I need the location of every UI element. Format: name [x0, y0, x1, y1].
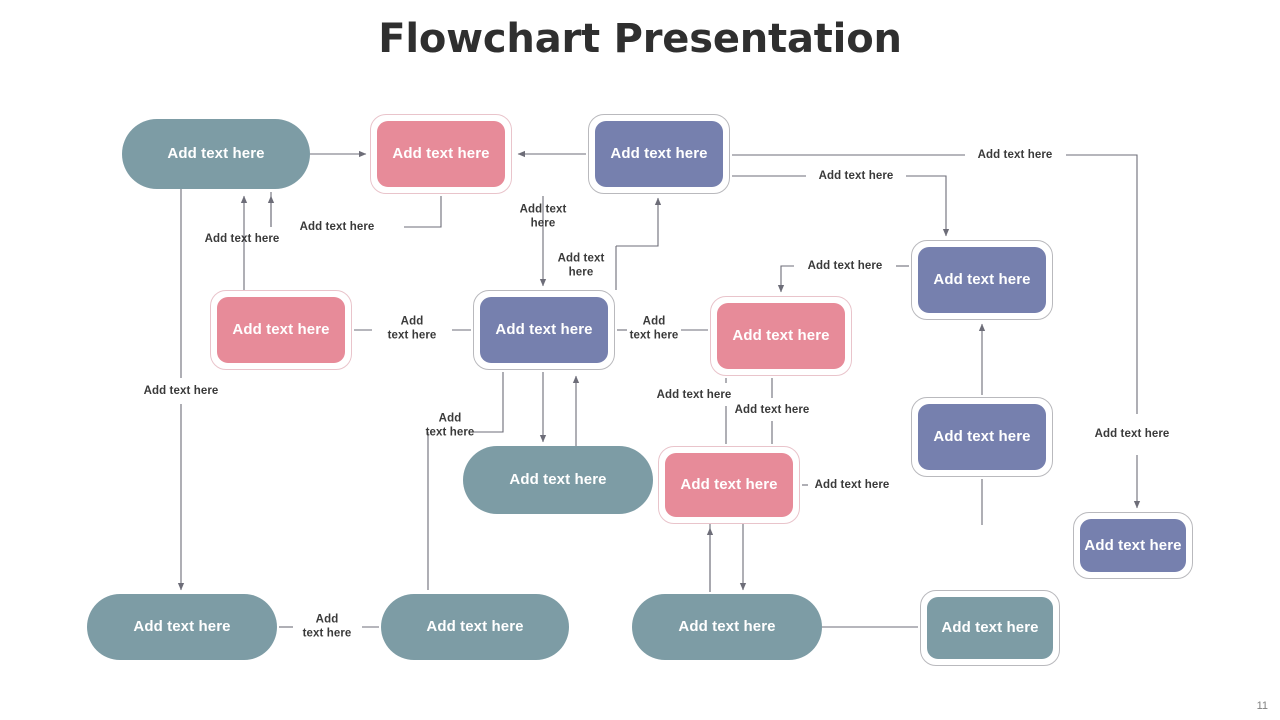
node-label: Add text here — [680, 476, 778, 494]
flow-node-n12[interactable]: Add text here — [87, 594, 277, 660]
node-fill: Add text here — [918, 404, 1046, 470]
node-label: Add text here — [133, 618, 231, 636]
edge-label-l14: Add text here — [1094, 427, 1170, 440]
node-label: Add text here — [167, 145, 265, 163]
edge-label-l9: Add text here — [629, 315, 679, 342]
flow-node-n4[interactable]: Add text here — [911, 240, 1053, 320]
node-label: Add text here — [678, 618, 776, 636]
edge-label-l7: Add text here — [807, 259, 883, 272]
edge-label-l1: Add text here — [299, 220, 375, 233]
flow-node-n7[interactable]: Add text here — [210, 290, 352, 370]
flow-node-n11[interactable]: Add text here — [1073, 512, 1193, 579]
flow-node-n6[interactable]: Add text here — [473, 290, 615, 370]
edge-label-l2: Add text here — [204, 232, 280, 245]
node-label: Add text here — [426, 618, 524, 636]
edge-label-l3: Add text here — [519, 203, 567, 230]
edge-label-l12: Add text here — [734, 403, 810, 416]
edge-label-l5: Add text here — [818, 169, 894, 182]
node-label: Add text here — [495, 321, 593, 339]
node-label: Add text here — [933, 271, 1031, 289]
page-number: 11 — [1256, 700, 1268, 712]
edge-label-l15: Add text here — [814, 478, 890, 491]
flow-node-n10[interactable]: Add text here — [658, 446, 800, 524]
flow-node-n13[interactable]: Add text here — [381, 594, 569, 660]
node-fill: Add text here — [717, 303, 845, 369]
edge-label-l6: Add text here — [977, 148, 1053, 161]
flow-node-n14[interactable]: Add text here — [632, 594, 822, 660]
node-label: Add text here — [1084, 536, 1182, 554]
edge-label-l10: Add text here — [143, 384, 219, 397]
node-fill: Add text here — [1080, 519, 1186, 572]
flow-node-n9[interactable]: Add text here — [463, 446, 653, 514]
edge-n4-n5-b — [777, 265, 794, 293]
flow-node-n1[interactable]: Add text here — [122, 119, 310, 189]
node-fill: Add text here — [377, 121, 505, 187]
edge-label-l11: Add text here — [656, 388, 732, 401]
flow-node-n3[interactable]: Add text here — [588, 114, 730, 194]
node-label: Add text here — [232, 321, 330, 339]
edge-label-l4: Add text here — [557, 252, 605, 279]
edge-label-l16: Add text here — [302, 613, 352, 640]
node-fill: Add text here — [480, 297, 608, 363]
node-fill: Add text here — [217, 297, 345, 363]
node-fill: Add text here — [927, 597, 1053, 659]
node-label: Add text here — [610, 145, 708, 163]
flow-node-n15[interactable]: Add text here — [920, 590, 1060, 666]
node-label: Add text here — [509, 471, 607, 489]
node-label: Add text here — [732, 327, 830, 345]
edge-n6-n3 — [616, 197, 662, 247]
edge-n3-n11-b — [1066, 154, 1138, 414]
node-label: Add text here — [392, 145, 490, 163]
edge-label-l13: Add text here — [425, 412, 475, 439]
edge-n3-n4-b — [906, 175, 950, 237]
node-fill: Add text here — [918, 247, 1046, 313]
node-fill: Add text here — [665, 453, 793, 517]
flow-node-n2[interactable]: Add text here — [370, 114, 512, 194]
node-fill: Add text here — [595, 121, 723, 187]
edge-n6-l13-a — [473, 372, 504, 433]
edge-n2-n1-a — [404, 196, 442, 228]
flow-node-n8[interactable]: Add text here — [911, 397, 1053, 477]
edge-label-l8: Add text here — [387, 315, 437, 342]
flow-node-n5[interactable]: Add text here — [710, 296, 852, 376]
page-title: Flowchart Presentation — [378, 16, 902, 62]
node-label: Add text here — [933, 428, 1031, 446]
node-label: Add text here — [941, 619, 1039, 637]
